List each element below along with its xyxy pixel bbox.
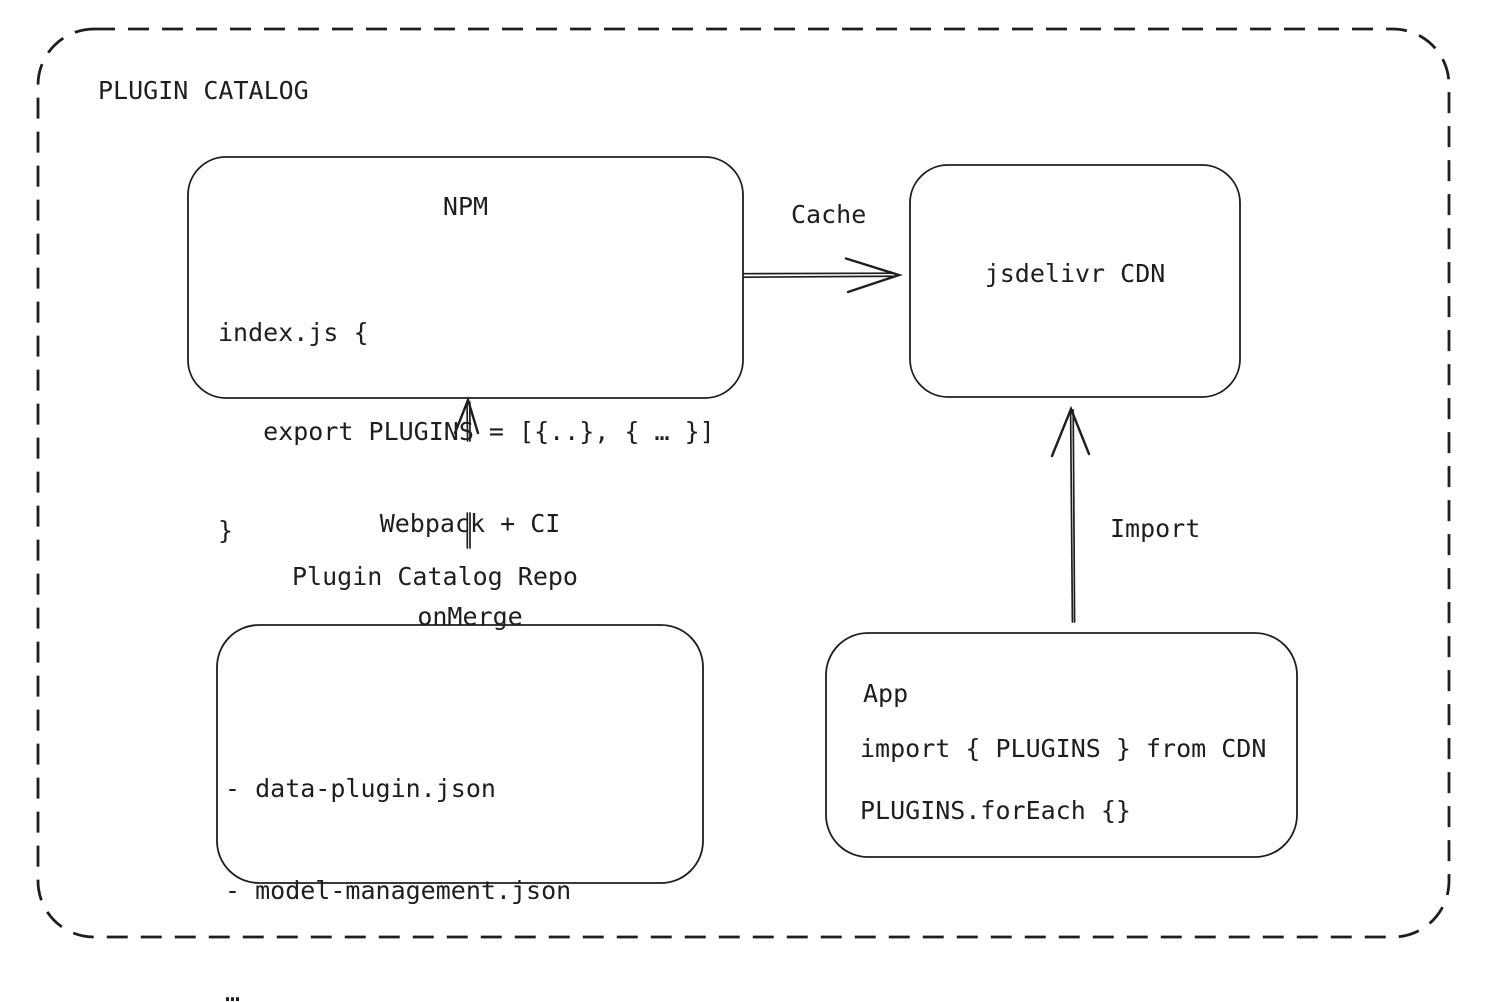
app-code-line: PLUGINS.forEach {} (860, 796, 1131, 825)
npm-box (187, 156, 744, 399)
npm-box-title: NPM (442, 192, 489, 221)
app-box-title: App (863, 679, 909, 708)
repo-file-item: - model-management.json (225, 876, 572, 905)
repo-file-item: … (225, 978, 241, 1002)
repo-file-list: - data-plugin.json - model-management.js… (225, 704, 571, 1002)
import-arrow (1050, 405, 1091, 623)
cdn-box (909, 164, 1241, 398)
app-box (825, 632, 1298, 858)
build-arrow-label: Webpack + CI onMerge (320, 446, 620, 694)
repo-box (216, 624, 704, 884)
cache-arrow-label: Cache (791, 200, 867, 229)
repo-file-item: - data-plugin.json (225, 774, 496, 803)
npm-code-line: index.js { (218, 318, 369, 347)
npm-code-block: index.js { export PLUGINS = [{..}, { … }… (218, 250, 715, 613)
build-arrow-label-line2: onMerge (417, 602, 523, 631)
build-arrow (453, 396, 480, 549)
import-arrow-label: Import (1110, 514, 1201, 543)
cdn-box-title: jsdelivr CDN (984, 259, 1166, 288)
diagram-title: PLUGIN CATALOG (98, 76, 309, 105)
repo-box-title: Plugin Catalog Repo (292, 562, 578, 591)
npm-code-line: export PLUGINS = [{..}, { … }] (218, 417, 715, 446)
cache-arrow (743, 257, 903, 294)
npm-code-line: } (218, 516, 234, 545)
plugin-catalog-container-border (36, 27, 1451, 939)
app-code-line: import { PLUGINS } from CDN (860, 734, 1267, 763)
build-arrow-label-line1: Webpack + CI (379, 509, 561, 538)
